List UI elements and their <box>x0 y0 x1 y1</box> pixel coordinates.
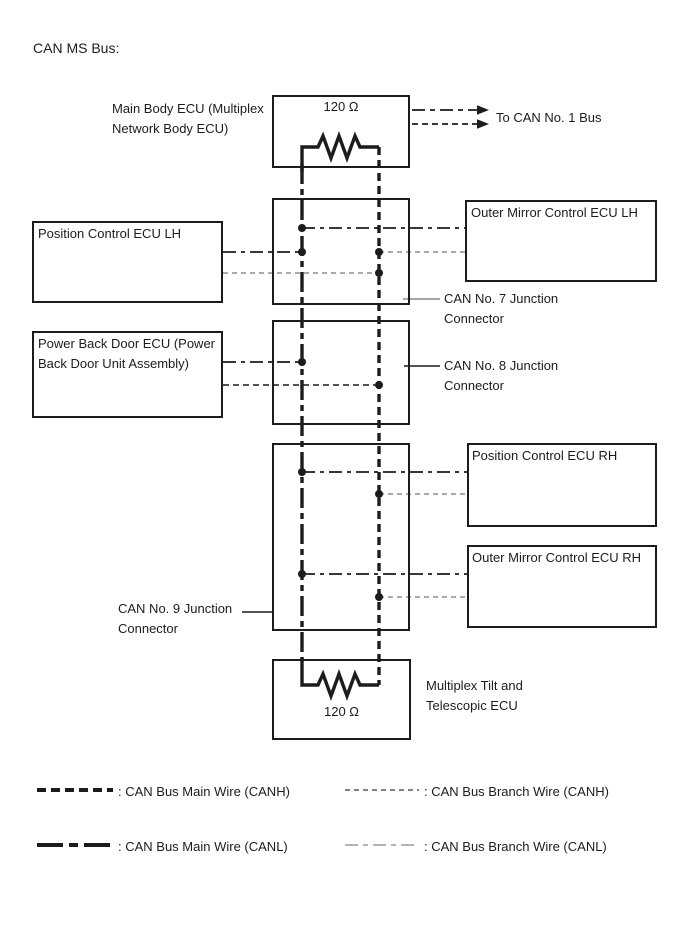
junction-dot <box>298 358 306 366</box>
resistor-icon <box>300 131 379 172</box>
junction-7-box <box>272 198 410 305</box>
outer-mirror-control-ecu-lh-box <box>465 200 657 282</box>
position-control-ecu-rh-label: Position Control ECU RH <box>472 448 618 463</box>
junction-9-box <box>272 443 410 631</box>
legend-branch-canl-label: : CAN Bus Branch Wire (CANL) <box>424 839 607 854</box>
position-control-ecu-rh-box <box>467 443 657 527</box>
power-back-door-ecu-box <box>32 331 223 418</box>
junction-7-label: CAN No. 7 Junction Connector <box>444 291 559 326</box>
top-resistor-value: 120 Ω <box>323 99 359 114</box>
junction-dot <box>375 490 383 498</box>
arrowhead-icon <box>477 105 489 115</box>
page-title: CAN MS Bus: <box>33 40 120 56</box>
legend-main-canl-label: : CAN Bus Main Wire (CANL) <box>118 839 288 854</box>
main-body-ecu-label: Main Body ECU (Multiplex Network Body EC… <box>112 101 264 136</box>
junction-dot <box>375 593 383 601</box>
junction-dot <box>298 224 306 232</box>
legend-main-canh-label: : CAN Bus Main Wire (CANH) <box>118 784 290 799</box>
junction-8-box <box>272 320 410 425</box>
arrowhead-icon <box>477 119 489 129</box>
junction-dot <box>298 570 306 578</box>
multiplex-tilt-ecu-label: Multiplex Tilt and Telescopic ECU <box>426 678 523 713</box>
position-control-ecu-lh-box <box>32 221 223 303</box>
legend-branch-canh-label: : CAN Bus Branch Wire (CANH) <box>424 784 609 799</box>
resistor-icon <box>300 657 379 701</box>
multiplex-tilt-ecu-terminator-box <box>272 659 411 740</box>
bottom-resistor-value: 120 Ω <box>323 704 360 719</box>
junction-dot <box>375 248 383 256</box>
outer-mirror-control-ecu-rh-label: Outer Mirror Control ECU RH <box>472 550 642 565</box>
junction-8-label: CAN No. 8 Junction Connector <box>444 358 559 393</box>
position-control-ecu-lh-label: Position Control ECU LH <box>38 226 182 241</box>
junction-dot <box>298 248 306 256</box>
junction-dot <box>298 468 306 476</box>
outer-mirror-control-ecu-lh-label: Outer Mirror Control ECU LH <box>471 205 638 220</box>
to-can-no1-bus-label: To CAN No. 1 Bus <box>496 110 602 125</box>
junction-dot <box>375 269 383 277</box>
outer-mirror-control-ecu-rh-box <box>467 545 657 628</box>
junction-dot <box>375 381 383 389</box>
main-body-ecu-terminator-box <box>272 95 410 168</box>
power-back-door-ecu-label: Power Back Door ECU (Power Back Door Uni… <box>38 336 215 371</box>
junction-9-label: CAN No. 9 Junction Connector <box>118 601 233 636</box>
